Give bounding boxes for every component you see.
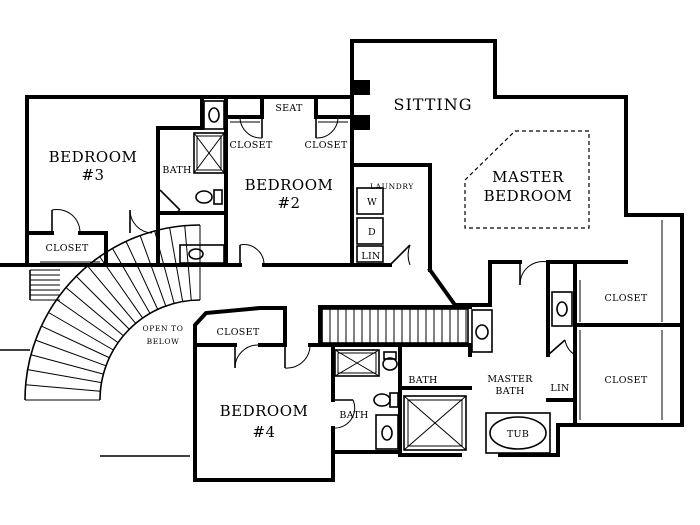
bath-label-bed2: BATH <box>162 165 191 176</box>
door-swing <box>407 244 411 266</box>
curved-stair-tread <box>56 299 119 344</box>
closet-label-bed4: CLOSET <box>217 327 260 338</box>
shower-bath2 <box>193 132 225 174</box>
doors <box>51 116 576 429</box>
curved-stair-tread <box>75 275 130 330</box>
door-swing <box>239 116 263 139</box>
labels: BEDROOM #3 BEDROOM #2 BEDROOM #4 MASTER … <box>46 95 648 441</box>
bed-area <box>464 130 590 229</box>
tub-label: TUB <box>507 429 529 440</box>
door-leaf <box>547 339 566 356</box>
bath-label-master-wc: BATH <box>408 375 437 386</box>
sink-bath3 <box>179 244 225 264</box>
door-leaf <box>389 244 411 266</box>
bedroom3-number: #3 <box>81 166 104 184</box>
sink-master-right <box>551 291 573 327</box>
toilet-bath4 <box>373 393 391 407</box>
bath-label-bed4: BATH <box>339 410 368 421</box>
curved-stair-tread <box>48 312 114 351</box>
closet-label-master-1: CLOSET <box>605 293 648 304</box>
tub <box>485 412 551 454</box>
washer <box>356 187 384 215</box>
curved-stair-tread <box>30 354 104 375</box>
closet-label-bed2-right: CLOSET <box>305 140 348 151</box>
curved-stair-inner-rail <box>99 299 201 401</box>
curved-stair-tread <box>25 384 101 392</box>
bedroom2-number: #2 <box>277 194 300 212</box>
toilet-master <box>382 357 398 371</box>
sink-master-left <box>471 309 493 353</box>
shower-bath4 <box>334 349 380 377</box>
door-swing <box>332 399 356 429</box>
fixtures <box>40 80 663 454</box>
lin-label-laundry: LIN <box>361 251 380 262</box>
open-to-below-label-2: BELOW <box>147 337 180 346</box>
lin-label-master: LIN <box>550 383 569 394</box>
seat-label: SEAT <box>275 103 303 114</box>
bedroom4-label: BEDROOM <box>220 402 309 420</box>
toilet-bath2 <box>195 190 213 204</box>
master-bedroom-label-1: MASTER <box>492 168 564 186</box>
exterior-walls <box>0 39 684 482</box>
bedroom3-label: BEDROOM <box>49 148 138 166</box>
fireplace-bottom <box>352 115 370 130</box>
closet-label-bed2-left: CLOSET <box>230 140 273 151</box>
curved-stair-tread <box>35 339 107 367</box>
curved-stair-tread <box>154 230 175 304</box>
bedroom4-number: #4 <box>252 423 275 441</box>
door-leaf <box>159 189 181 211</box>
door-swing <box>519 260 549 286</box>
sink-bath2-top <box>203 100 225 130</box>
washer-label: W <box>367 197 377 208</box>
curved-stair-tread <box>87 265 137 324</box>
door-swing <box>234 344 259 369</box>
closet-label-bed3: CLOSET <box>46 243 89 254</box>
door-swing <box>315 116 339 139</box>
sink-bath4 <box>375 414 399 450</box>
laundry-label: LAUNDRY <box>370 182 414 191</box>
dryer <box>356 217 384 245</box>
fireplace-top <box>352 80 370 95</box>
curved-stair-tread <box>99 256 144 319</box>
curved-stair-tread <box>112 248 151 314</box>
dryer-label: D <box>368 227 376 238</box>
closet-label-master-2: CLOSET <box>605 375 648 386</box>
door-swing <box>284 344 311 369</box>
curved-stair-tread <box>169 227 184 302</box>
stairs <box>0 224 469 457</box>
curved-stair-tread <box>27 369 102 384</box>
curved-stair-tread <box>65 287 124 337</box>
curved-stair-tread <box>125 241 159 310</box>
curved-stair-tread <box>41 325 110 359</box>
door-swing <box>564 339 576 356</box>
door-swing <box>51 208 81 234</box>
door-swing <box>159 209 181 215</box>
master-bedroom-label-2: BEDROOM <box>484 187 573 205</box>
door-swing <box>129 209 153 234</box>
master-bath-label-1: MASTER <box>487 374 533 385</box>
door-swing <box>239 244 265 266</box>
shower-master <box>403 395 467 451</box>
bedroom2-label: BEDROOM <box>245 176 334 194</box>
master-bath-label-2: BATH <box>495 386 524 397</box>
sitting-label: SITTING <box>393 95 472 114</box>
curved-stair-tread <box>139 235 167 307</box>
open-to-below-label-1: OPEN TO <box>143 324 184 333</box>
